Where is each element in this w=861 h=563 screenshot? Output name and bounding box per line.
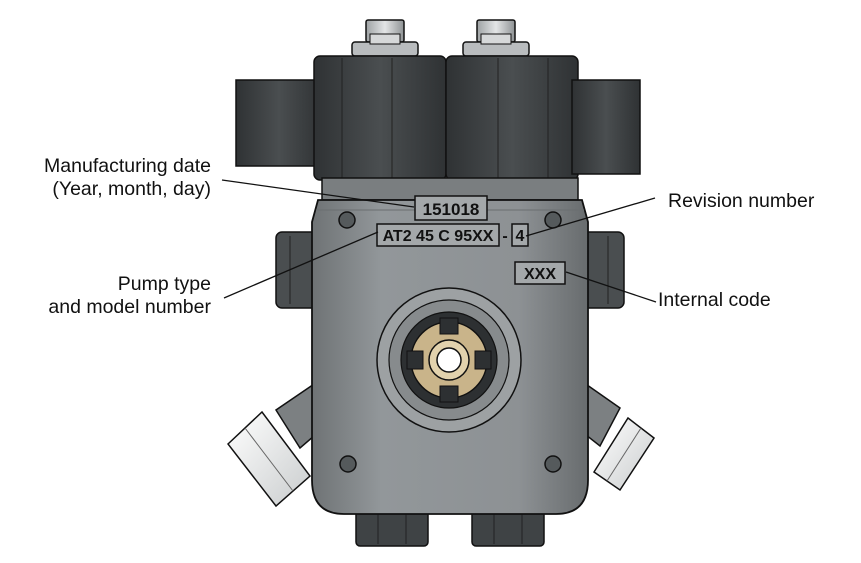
shaft-coupling	[376, 287, 522, 433]
date-plate: 151018	[414, 195, 488, 221]
pump-type-line1: Pump type	[117, 273, 211, 295]
manufacturing-date-line2: (Year, month, day)	[52, 178, 211, 200]
callout-revision-number: Revision number	[668, 190, 814, 213]
leader-lines	[221, 179, 657, 303]
model-plate: AT2 45 C 95XX - 4	[376, 223, 529, 247]
date-code: 151018	[423, 200, 480, 219]
pump-type-line2: and model number	[48, 296, 211, 318]
solenoid-coil-right	[445, 55, 641, 181]
leader-revision	[525, 197, 656, 237]
revision-separator: -	[502, 228, 507, 245]
leader-pump-type	[223, 231, 379, 299]
internal-code: XXX	[524, 266, 556, 283]
callout-manufacturing-date: Manufacturing date (Year, month, day)	[44, 155, 211, 201]
top-bolt-left	[351, 19, 419, 57]
solenoid-coil-left	[235, 55, 447, 181]
revision-number-label: Revision number	[668, 190, 815, 212]
model-code: AT2 45 C 95XX	[383, 228, 494, 245]
manufacturing-date-line1: Manufacturing date	[44, 155, 211, 177]
leader-internal	[565, 271, 657, 303]
callout-internal-code: Internal code	[658, 289, 771, 312]
leader-manufacturing-date	[221, 179, 415, 208]
top-bolt-right	[462, 19, 530, 57]
internal-plate: XXX	[514, 261, 566, 285]
callout-pump-type: Pump type and model number	[48, 273, 211, 319]
internal-code-label: Internal code	[658, 289, 771, 311]
revision-code: 4	[516, 228, 525, 245]
mounting-holes	[338, 211, 562, 473]
